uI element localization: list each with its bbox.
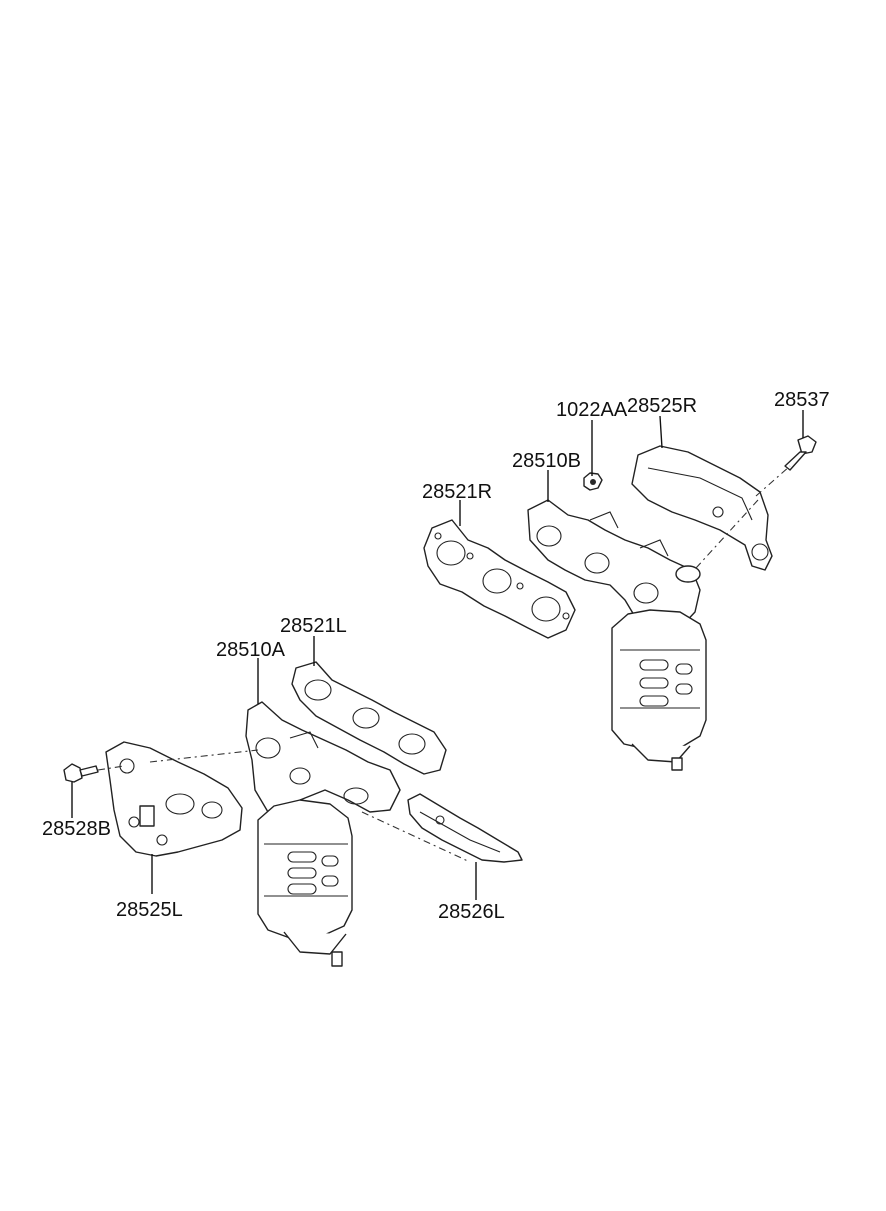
callout-28528b: 28528B — [42, 818, 111, 840]
gasket-28521r[interactable] — [423, 519, 576, 639]
heat-protector-28526l[interactable] — [407, 793, 523, 863]
connector-line-l1 — [97, 765, 125, 771]
callout-28510a: 28510A — [216, 639, 286, 661]
callout-28521l: 28521L — [280, 615, 347, 637]
callout-28526l: 28526L — [438, 901, 505, 923]
callout-28510b: 28510B — [512, 450, 581, 472]
callout-1022aa: 1022AA — [556, 399, 628, 421]
bolt-28537[interactable] — [784, 435, 817, 471]
leader-28525r — [659, 415, 663, 449]
callout-28521r: 28521R — [422, 481, 492, 503]
callout-28537: 28537 — [774, 389, 830, 411]
gasket-28521l[interactable] — [291, 661, 447, 775]
exhaust-manifold-28510b[interactable] — [527, 499, 701, 636]
heat-protector-28525l[interactable] — [105, 741, 243, 857]
connector-line-l3 — [361, 811, 471, 863]
bolt-28528b[interactable] — [63, 763, 99, 783]
nut-1022aa[interactable] — [583, 472, 603, 491]
catalytic-converter-right[interactable] — [611, 609, 707, 771]
catalytic-converter-left[interactable] — [257, 799, 353, 967]
heat-protector-28525r[interactable] — [631, 445, 773, 571]
connector-line-r2 — [695, 499, 759, 569]
connector-line-l2 — [149, 749, 259, 763]
callout-28525r: 28525R — [627, 395, 697, 417]
callout-28525l: 28525L — [116, 899, 183, 921]
connector-line-r1 — [755, 465, 791, 497]
exhaust-manifold-28510a[interactable] — [245, 701, 401, 816]
